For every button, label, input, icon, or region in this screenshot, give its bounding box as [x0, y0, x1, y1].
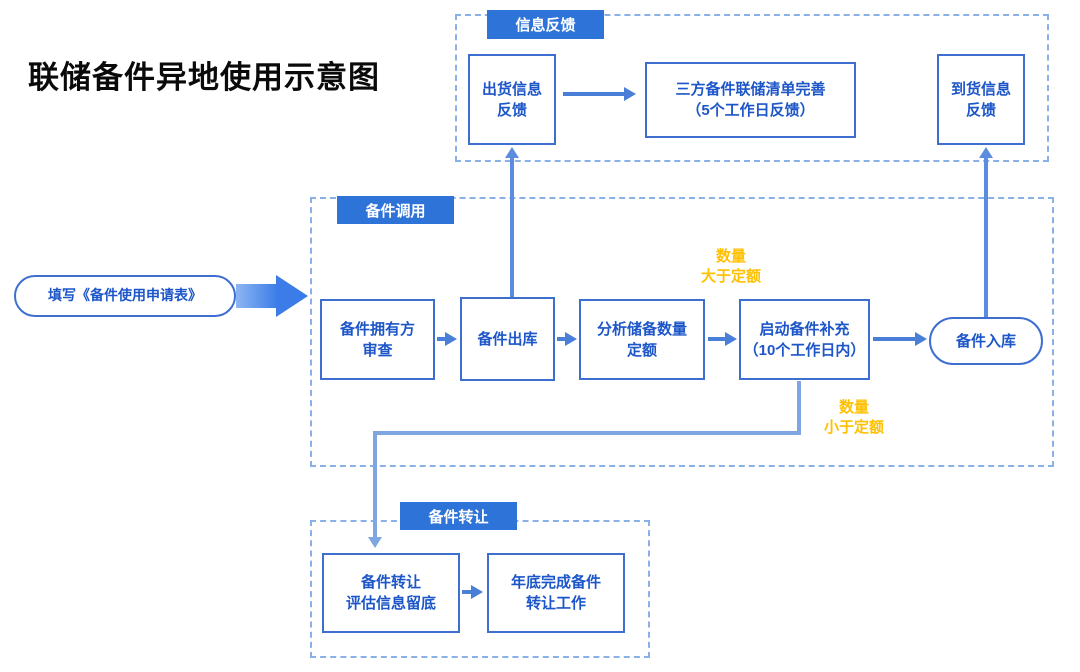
node-shipping-feedback-line1: 出货信息	[481, 80, 542, 98]
node-arrival-feedback-line2: 反馈	[965, 101, 996, 119]
node-yearend-transfer-line1: 年底完成备件	[510, 574, 601, 591]
node-owner-review: 备件拥有方 审查	[320, 299, 435, 380]
arrow-shipping-to-list-icon	[563, 92, 625, 96]
big-entry-arrow-shaft	[236, 284, 278, 308]
annotation-quantity-less-line1: 数量	[838, 399, 869, 416]
node-shipping-feedback-line2: 反馈	[496, 101, 527, 119]
node-list-improve-line1: 三方备件联储清单完善	[675, 81, 826, 98]
node-yearend-transfer-line2: 转让工作	[525, 595, 586, 612]
annotation-quantity-less: 数量 小于定额	[821, 398, 887, 439]
node-yearend-transfer: 年底完成备件 转让工作	[487, 553, 625, 633]
arrow-outbound-to-analyze-icon	[557, 337, 566, 341]
arrow-down-to-transfer-eval-icon	[373, 431, 377, 538]
arrow-inbound-to-arrival-feedback-icon	[984, 157, 988, 317]
node-shipping-feedback: 出货信息 反馈	[468, 54, 556, 145]
annotation-quantity-greater-line2: 大于定额	[700, 268, 761, 286]
node-owner-review-line1: 备件拥有方	[339, 320, 415, 338]
arrow-review-to-outbound-icon	[437, 337, 446, 341]
big-entry-arrow-icon	[276, 275, 308, 317]
node-transfer-eval-line2: 评估信息留底	[345, 595, 436, 612]
connector-horizontal-segment	[373, 431, 801, 435]
node-analyze-quota: 分析储备数量 定额	[579, 299, 705, 380]
node-inbound: 备件入库	[929, 317, 1043, 365]
node-list-improve-line2: （5个工作日反馈）	[686, 102, 815, 119]
node-owner-review-line2: 审查	[362, 341, 393, 359]
annotation-quantity-less-line2: 小于定额	[823, 419, 884, 437]
arrow-analyze-to-replenish-icon	[708, 337, 726, 341]
node-replenish: 启动备件补充 （10个工作日内）	[739, 299, 870, 380]
annotation-quantity-greater-line1: 数量	[715, 248, 746, 265]
node-replenish-line2: （10个工作日内）	[743, 341, 866, 359]
region-label-spare-dispatch: 备件调用	[337, 196, 454, 224]
node-apply-form: 填写《备件使用申请表》	[14, 275, 236, 317]
arrow-replenish-to-inbound-icon	[873, 337, 916, 341]
node-list-improve: 三方备件联储清单完善 （5个工作日反馈）	[645, 62, 856, 138]
arrow-eval-to-yearend-icon	[462, 590, 472, 594]
node-apply-form-label: 填写《备件使用申请表》	[48, 287, 202, 304]
node-transfer-eval: 备件转让 评估信息留底	[322, 553, 460, 633]
node-analyze-quota-line2: 定额	[626, 341, 657, 359]
region-info-feedback	[455, 14, 1049, 162]
node-arrival-feedback: 到货信息 反馈	[937, 54, 1025, 145]
node-analyze-quota-line1: 分析储备数量	[596, 320, 687, 338]
node-inbound-label: 备件入库	[955, 332, 1016, 350]
region-spare-dispatch	[310, 197, 1054, 467]
region-label-info-feedback: 信息反馈	[487, 10, 604, 39]
node-replenish-line1: 启动备件补充	[759, 320, 850, 338]
node-outbound: 备件出库	[460, 297, 555, 381]
annotation-quantity-greater: 数量 大于定额	[698, 247, 764, 288]
region-label-spare-transfer: 备件转让	[400, 502, 517, 530]
node-arrival-feedback-line1: 到货信息	[950, 80, 1011, 98]
connector-replenish-down-segment	[797, 381, 801, 435]
diagram-title: 联储备件异地使用示意图	[28, 60, 380, 95]
node-outbound-label: 备件出库	[477, 330, 538, 348]
node-transfer-eval-line1: 备件转让	[360, 574, 421, 591]
arrow-outbound-to-shipping-feedback-icon	[510, 157, 514, 297]
